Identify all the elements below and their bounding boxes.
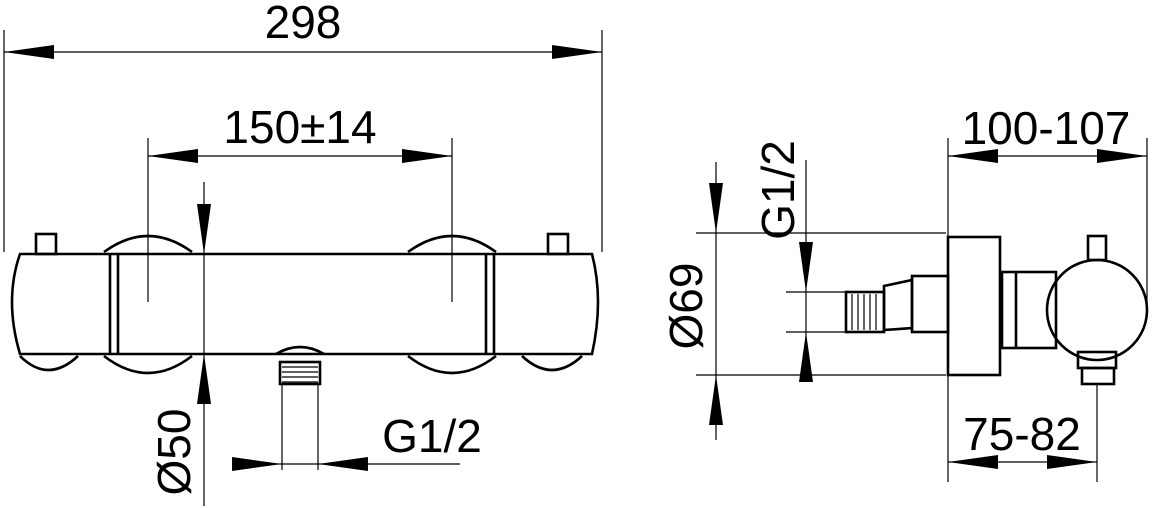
side-dimensions <box>696 138 1148 482</box>
dim-projection-body: 75-82 <box>963 408 1081 460</box>
side-inlet-cone <box>882 278 914 332</box>
outlet-collar <box>275 345 325 356</box>
dim-inlet-spacing: 150±14 <box>223 101 376 153</box>
side-bottom-nut-2 <box>1080 366 1116 386</box>
dim-outlet-thread: G1/2 <box>382 410 482 462</box>
dim-inlet-thread: G1/2 <box>752 140 804 240</box>
left-inlet-bottom <box>103 354 193 375</box>
front-view <box>10 232 600 470</box>
front-dimensions <box>3 30 603 506</box>
outlet-nut <box>278 360 322 386</box>
side-inlet-collar <box>910 274 950 334</box>
front-body-outline <box>10 252 600 356</box>
left-top-stub <box>34 232 58 256</box>
side-view <box>844 234 1149 386</box>
dim-overall-width: 298 <box>265 0 342 48</box>
right-top-stub <box>546 232 570 256</box>
dim-projection-total: 100-107 <box>962 102 1131 154</box>
side-body <box>946 235 1002 377</box>
dim-body-diameter: Ø50 <box>148 409 200 496</box>
side-top-stub <box>1086 234 1108 262</box>
side-inlet-nut <box>844 290 886 334</box>
side-connector <box>1000 270 1058 350</box>
right-foot <box>521 355 583 372</box>
side-handle <box>1045 258 1149 362</box>
right-inlet-bottom <box>407 354 497 375</box>
left-foot <box>19 355 79 372</box>
dim-handle-diameter: Ø69 <box>660 263 712 350</box>
